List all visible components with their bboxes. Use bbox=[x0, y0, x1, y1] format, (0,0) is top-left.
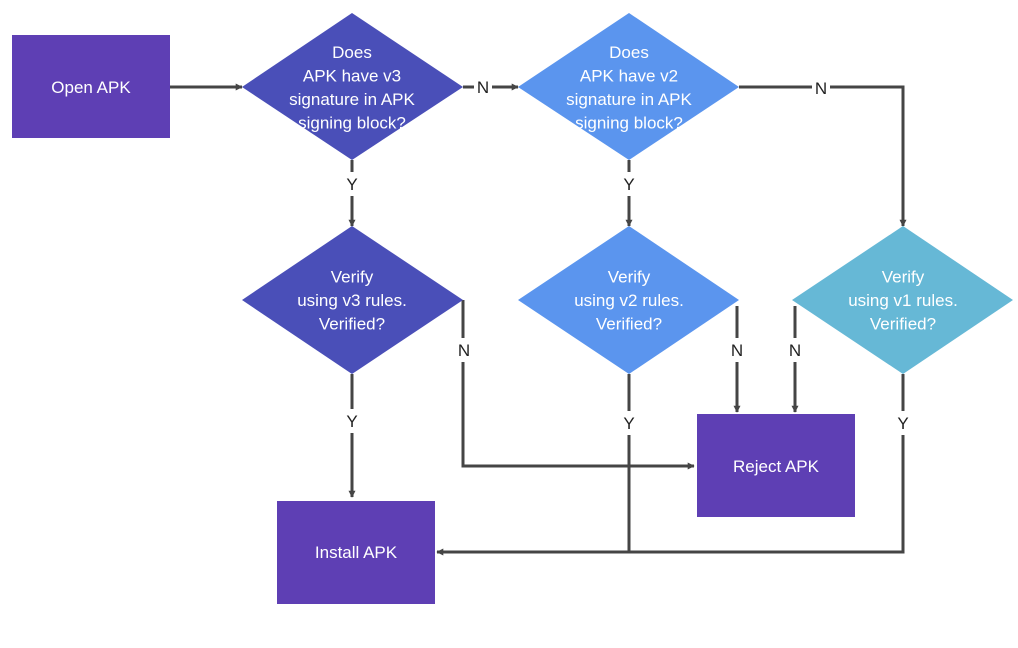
open-apk-label: Open APK bbox=[51, 78, 131, 97]
node-label-line: APK have v2 bbox=[580, 66, 678, 85]
reject-apk-box bbox=[697, 414, 855, 517]
edge-label-v2-verify-yes-text: Y bbox=[623, 414, 634, 433]
verify-v1-diamond bbox=[792, 226, 1013, 374]
edge-label-v3-verify-yes: Y bbox=[343, 409, 361, 433]
open-apk-box bbox=[12, 35, 170, 138]
install-apk-box bbox=[277, 501, 435, 604]
edge-label-v2-no-text: N bbox=[815, 79, 827, 98]
edge-label-v3-no-text: N bbox=[477, 78, 489, 97]
edge-label-v3-verify-yes-text: Y bbox=[346, 412, 357, 431]
open-apk-node: Open APK bbox=[12, 35, 170, 138]
edge-label-v1-verify-yes: Y bbox=[894, 411, 912, 435]
edge-label-v1-verify-yes-text: Y bbox=[897, 414, 908, 433]
node-label-line: Does bbox=[332, 43, 372, 62]
node-label-line: Open APK bbox=[51, 78, 131, 97]
node-label-line: Verified? bbox=[319, 315, 385, 334]
node-label-line: using v2 rules. bbox=[574, 291, 684, 310]
edge-label-v2-verify-no: N bbox=[728, 338, 746, 362]
node-label-line: using v1 rules. bbox=[848, 291, 958, 310]
edge-labels: N N Y Y N N N Y bbox=[343, 75, 912, 435]
node-label-line: using v3 rules. bbox=[297, 291, 407, 310]
node-label-line: signature in APK bbox=[566, 90, 692, 109]
install-apk-label: Install APK bbox=[315, 543, 398, 562]
node-label-line: Install APK bbox=[315, 543, 398, 562]
edge-label-v2-yes: Y bbox=[620, 172, 638, 196]
install-apk-node: Install APK bbox=[277, 501, 435, 604]
edge-label-v2-yes-text: Y bbox=[623, 175, 634, 194]
node-label-line: Verify bbox=[331, 268, 374, 287]
node-label-line: signing block? bbox=[575, 113, 683, 132]
edge-label-v3-no: N bbox=[474, 75, 492, 99]
has-v2-diamond bbox=[518, 13, 739, 160]
node-label-line: Verified? bbox=[596, 315, 662, 334]
edge-label-v3-verify-no-text: N bbox=[458, 341, 470, 360]
verify-v3-label: Verify using v3 rules. Verified? bbox=[297, 268, 407, 334]
verify-v3-decision: Verify using v3 rules. Verified? bbox=[242, 226, 463, 374]
reject-apk-node: Reject APK bbox=[697, 414, 855, 517]
edge-label-v2-verify-yes: Y bbox=[620, 411, 638, 435]
verify-v3-diamond bbox=[242, 226, 463, 374]
verify-v2-diamond bbox=[518, 226, 739, 374]
node-label-line: APK have v3 bbox=[303, 66, 401, 85]
edge-label-v3-verify-no: N bbox=[455, 338, 473, 362]
edge-label-v2-verify-no-text: N bbox=[731, 341, 743, 360]
node-label-line: signing block? bbox=[298, 113, 406, 132]
node-label-line: Reject APK bbox=[733, 457, 820, 476]
edge-label-v1-verify-no: N bbox=[786, 338, 804, 362]
verify-v2-decision: Verify using v2 rules. Verified? bbox=[518, 226, 739, 374]
node-label-line: Does bbox=[609, 43, 649, 62]
verify-v2-label: Verify using v2 rules. Verified? bbox=[574, 268, 684, 334]
node-label-line: Verified? bbox=[870, 315, 936, 334]
verify-v1-decision: Verify using v1 rules. Verified? bbox=[792, 226, 1013, 374]
reject-apk-label: Reject APK bbox=[733, 457, 820, 476]
edge-label-v3-yes-text: Y bbox=[346, 175, 357, 194]
edge-label-v3-yes: Y bbox=[343, 172, 361, 196]
node-label-line: Verify bbox=[882, 268, 925, 287]
node-label-line: Verify bbox=[608, 268, 651, 287]
node-label-line: signature in APK bbox=[289, 90, 415, 109]
verify-v1-label: Verify using v1 rules. Verified? bbox=[848, 268, 958, 334]
edge-label-v2-no: N bbox=[812, 76, 830, 100]
edge-has-v2-no-to-verify-v1 bbox=[739, 85, 907, 227]
edge-label-v1-verify-no-text: N bbox=[789, 341, 801, 360]
has-v3-diamond bbox=[242, 13, 463, 160]
